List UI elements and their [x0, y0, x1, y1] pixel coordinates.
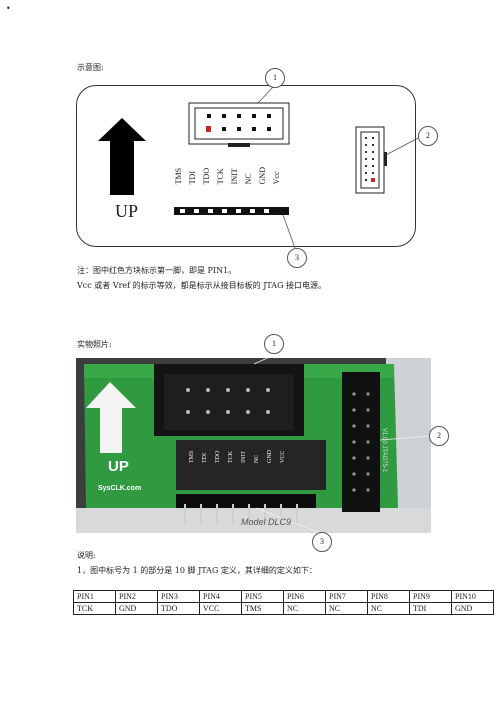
table-header-cell: PIN6: [283, 590, 326, 603]
diagram-up-label: UP: [115, 201, 139, 221]
explain-title: 说明:: [77, 551, 96, 560]
table-header-cell: PIN10: [451, 590, 494, 603]
photo-callout-3: 3: [312, 532, 332, 552]
table-cell: NC: [283, 602, 326, 615]
photo-pin-label-tdi: TDI: [202, 453, 208, 463]
table-cell: TCK: [73, 602, 116, 615]
table-header-cell: PIN9: [409, 590, 452, 603]
diagram-callout-3: 3: [287, 248, 307, 268]
table-header-cell: PIN5: [241, 590, 284, 603]
product-photo: UP SysCLK.com Model DLC9 V1.00 JTAG75-1 …: [76, 358, 431, 533]
table-header-cell: PIN4: [199, 590, 242, 603]
fourteen-pin-header: [355, 126, 387, 194]
table-header-cell: PIN2: [115, 590, 158, 603]
diagram-caption: 示意图:: [77, 63, 104, 72]
table-cell: GND: [115, 602, 158, 615]
table-header-cell: PIN7: [325, 590, 368, 603]
diagram-callout-2: 2: [418, 126, 438, 146]
pin-label-gnd: GND: [258, 167, 267, 185]
photo-model-text: Model DLC9: [241, 517, 292, 527]
photo-pin-label-vcc: VCC: [280, 450, 286, 463]
table-header-cell: PIN1: [73, 590, 116, 603]
table-cell: GND: [451, 602, 494, 615]
table-cell: TMS: [241, 602, 284, 615]
photo-pin-label-tms: TMS: [189, 450, 195, 463]
note-line-1: 注：图中红色方块标示第一脚，即是 PIN1。: [77, 266, 237, 275]
pin-label-tdi: TDI: [188, 171, 197, 185]
photo-pin-label-nc: NC: [254, 454, 260, 463]
photo-caption: 实物照片:: [77, 340, 112, 349]
pin-label-init: INIT: [230, 168, 239, 185]
table-cell: NC: [367, 602, 410, 615]
photo-callout-1: 1: [264, 334, 284, 354]
table-cell: NC: [325, 602, 368, 615]
ten-pin-header: [188, 102, 290, 147]
photo-pin-label-tck: TCK: [228, 451, 234, 463]
pin-definition-table: PIN1 PIN2 PIN3 PIN4 PIN5 PIN6 PIN7 PIN8 …: [73, 590, 494, 615]
pin-label-nc: NC: [244, 173, 253, 185]
table-header-cell: PIN3: [157, 590, 200, 603]
photo-pin-label-tdo: TDO: [215, 450, 221, 463]
table-cell: VCC: [199, 602, 242, 615]
up-arrow-icon: [98, 118, 146, 195]
bullet: •: [6, 4, 11, 13]
photo-pin-label-gnd: GND: [267, 450, 273, 463]
diagram-pin-labels: TMS TDI TDO TCK INIT NC GND Vcc: [174, 167, 281, 184]
photo-brand: SysCLK.com: [98, 485, 142, 492]
photo-pin-labels: TMS TDI TDO TCK INIT NC GND VCC: [188, 450, 288, 463]
table-cell: TDI: [409, 602, 452, 615]
photo-up-label: UP: [108, 458, 129, 475]
pin-label-tck: TCK: [216, 168, 225, 185]
table-header-row: PIN1 PIN2 PIN3 PIN4 PIN5 PIN6 PIN7 PIN8 …: [73, 590, 494, 603]
pin1-marker: [206, 126, 211, 132]
photo-side-text: V1.00 JTAG75-1: [381, 428, 387, 473]
photo-callout-2: 2: [429, 426, 449, 446]
photo-pin-label-init: INIT: [241, 451, 247, 463]
table-row: TCK GND TDO VCC TMS NC NC NC TDI GND: [73, 602, 494, 615]
diagram-callout-1: 1: [265, 68, 285, 88]
table-header-cell: PIN8: [367, 590, 410, 603]
explain-line-1: 1，图中标号为 1 的部分是 10 脚 JTAG 定义，其详细的定义如下：: [77, 566, 317, 575]
pin-strip: [174, 207, 289, 215]
table-cell: TDO: [157, 602, 200, 615]
note-line-2: Vcc 或者 Vref 的标示等效，都是标示从接目标板的 JTAG 接口电源。: [77, 281, 327, 290]
pin-label-tms: TMS: [174, 167, 183, 185]
pin-label-tdo: TDO: [202, 167, 211, 185]
pin-label-vcc: Vcc: [272, 171, 281, 185]
